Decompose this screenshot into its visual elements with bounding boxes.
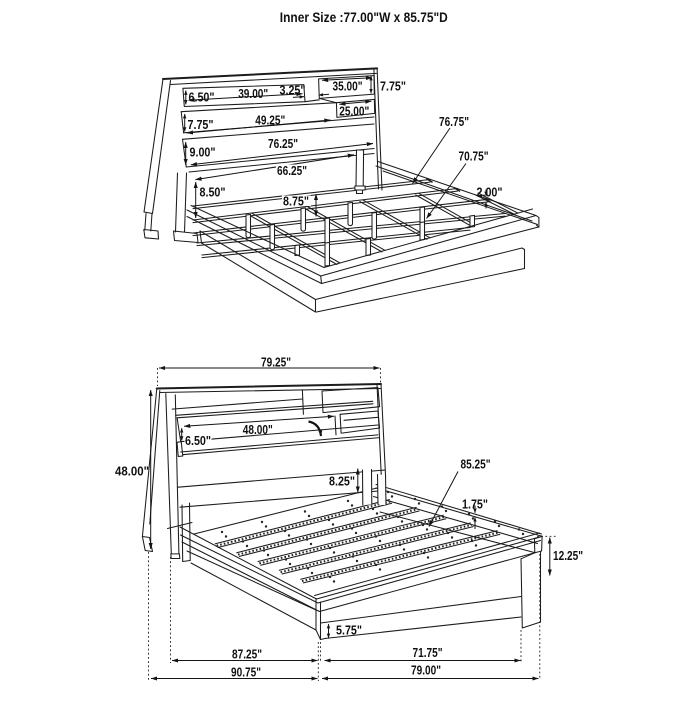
svg-text:8.75": 8.75" xyxy=(283,194,309,209)
svg-text:49.25": 49.25" xyxy=(255,113,285,128)
svg-text:79.00": 79.00" xyxy=(411,662,441,677)
svg-text:48.00": 48.00" xyxy=(243,422,273,437)
svg-text:35.00": 35.00" xyxy=(333,79,363,94)
svg-text:7.75": 7.75" xyxy=(188,117,214,132)
svg-text:87.25": 87.25" xyxy=(232,646,262,661)
svg-text:39.00": 39.00" xyxy=(238,86,268,101)
svg-text:3.25": 3.25" xyxy=(280,83,306,98)
svg-text:2.00": 2.00" xyxy=(477,185,503,200)
svg-text:90.75": 90.75" xyxy=(231,664,261,679)
svg-text:9.00": 9.00" xyxy=(190,145,216,160)
svg-text:8.50": 8.50" xyxy=(200,185,226,200)
svg-text:12.25": 12.25" xyxy=(553,548,583,563)
svg-text:71.75": 71.75" xyxy=(413,645,443,660)
svg-text:76.25": 76.25" xyxy=(268,136,298,151)
svg-text:Inner Size :77.00"W x 85.75"D: Inner Size :77.00"W x 85.75"D xyxy=(280,9,448,25)
svg-text:7.75": 7.75" xyxy=(380,79,406,94)
svg-text:5.75": 5.75" xyxy=(336,622,362,637)
svg-text:48.00": 48.00" xyxy=(115,464,149,479)
svg-text:25.00": 25.00" xyxy=(339,104,369,119)
svg-text:66.25": 66.25" xyxy=(277,163,307,178)
svg-text:6.50": 6.50" xyxy=(185,433,211,448)
svg-text:76.75": 76.75" xyxy=(439,114,469,129)
svg-text:8.25": 8.25" xyxy=(329,473,355,488)
svg-text:85.25": 85.25" xyxy=(461,457,491,472)
svg-text:6.50": 6.50" xyxy=(189,90,215,105)
svg-text:1.75": 1.75" xyxy=(462,496,488,511)
svg-text:70.75": 70.75" xyxy=(459,149,489,164)
svg-text:79.25": 79.25" xyxy=(261,354,291,369)
